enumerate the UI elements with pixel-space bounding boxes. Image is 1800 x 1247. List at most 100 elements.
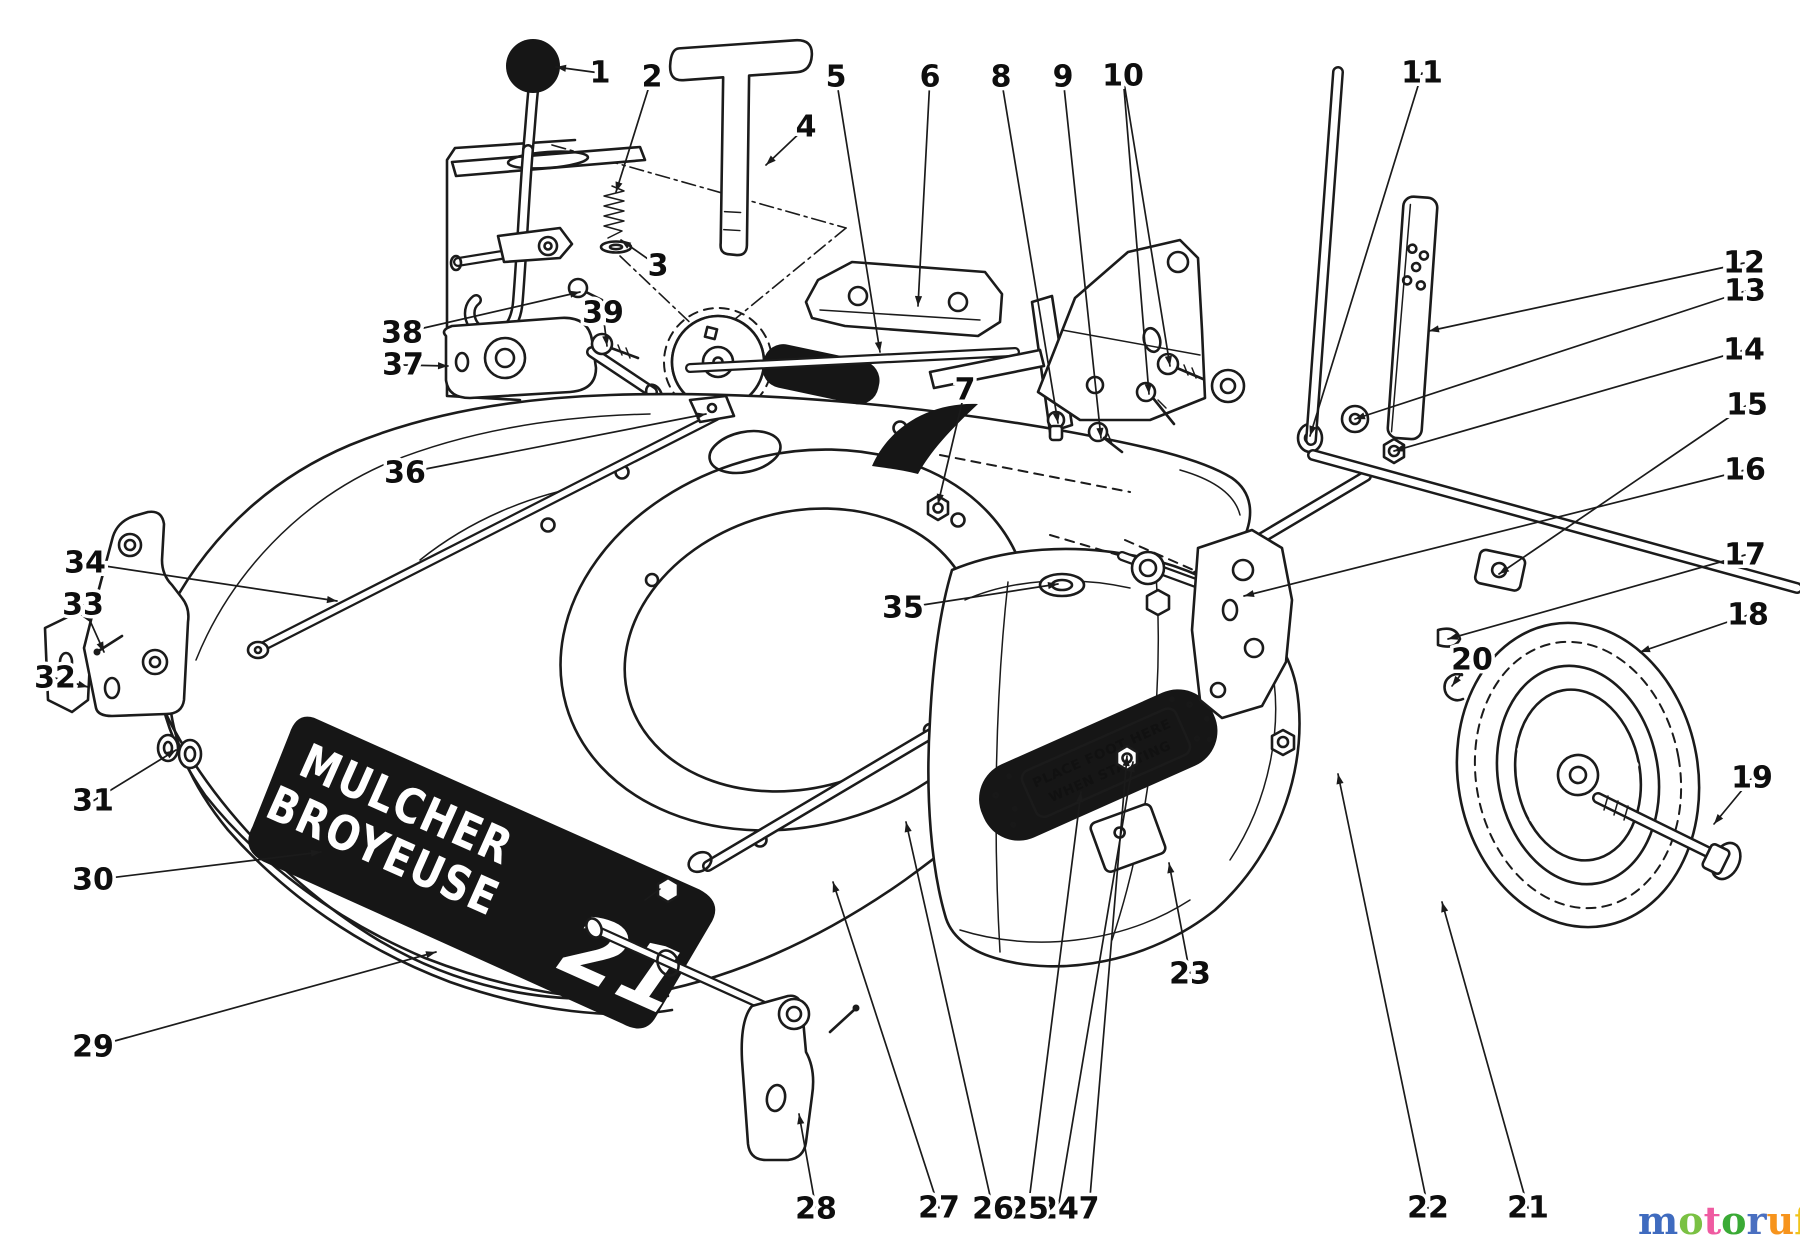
- callout-12: 12: [1723, 246, 1765, 281]
- leader-arrow-6: [914, 295, 923, 306]
- leader-line-15: [1498, 404, 1748, 575]
- leader-line-18: [1639, 614, 1749, 653]
- leader-arrow-10: [1164, 355, 1172, 366]
- leader-arrow-7: [1122, 756, 1130, 767]
- leader-arrow-26: [904, 822, 912, 833]
- leader-arrow-16: [1244, 590, 1255, 598]
- leader-arrow-20: [1452, 675, 1461, 686]
- leader-arrow-39: [602, 335, 610, 346]
- callout-8: 8: [991, 60, 1012, 95]
- woodruff-key: [1436, 627, 1462, 648]
- leader-arrow-2: [615, 181, 623, 192]
- leader-arrow-23: [1167, 863, 1175, 874]
- leader-arrow-27: [832, 882, 840, 893]
- leader-arrow-13: [1355, 412, 1366, 420]
- callout-7: 7: [955, 373, 976, 408]
- leader-line-26: [905, 821, 994, 1210]
- leader-arrow-30: [310, 849, 321, 857]
- leader-arrow-21: [1441, 902, 1449, 913]
- callout-34: 34: [64, 546, 106, 581]
- callout-30: 30: [72, 863, 114, 898]
- leader-line-8: [1000, 76, 1059, 424]
- wheel-bracket: [1049, 528, 1465, 720]
- leader-line-29: [92, 951, 437, 1048]
- leader-line-6: [917, 76, 931, 307]
- leader-arrow-29: [425, 951, 436, 959]
- cover-plate-23: [1089, 803, 1167, 873]
- leader-arrow-37: [437, 362, 448, 370]
- leader-line-17: [1447, 554, 1746, 640]
- leader-line-36: [404, 413, 707, 474]
- spring-assembly: [599, 185, 633, 254]
- handle-bars: [1305, 66, 1439, 446]
- leader-arrow-33: [96, 641, 104, 652]
- callout-29: 29: [72, 1030, 114, 1065]
- leader-arrow-34: [326, 595, 337, 604]
- callout-22: 22: [1407, 1191, 1449, 1226]
- leader-arrow-17: [1448, 632, 1459, 640]
- leader-arrow-36: [695, 412, 706, 420]
- leader-arrow-35: [1047, 581, 1058, 590]
- callout-9: 9: [1053, 60, 1074, 95]
- leader-line-30: [92, 851, 322, 881]
- callout-2: 2: [642, 60, 663, 95]
- leader-line-7: [1088, 755, 1128, 1210]
- leader-arrow-3: [621, 240, 632, 249]
- hex-bolt-39: [590, 332, 640, 360]
- leader-line-2: [615, 76, 653, 193]
- callout-4: 4: [796, 110, 817, 145]
- callout-35: 35: [882, 591, 924, 626]
- callout-36: 36: [384, 456, 426, 491]
- leader-arrow-19: [1714, 813, 1724, 824]
- flange-nuts: [926, 494, 1296, 772]
- leader-arrow-38: [569, 290, 580, 298]
- leader-arrow-25: [1076, 792, 1084, 803]
- leader-arrow-8: [1052, 412, 1060, 423]
- front-support-rod: [246, 394, 736, 660]
- callout-37: 37: [382, 348, 424, 383]
- leader-line-9: [1062, 76, 1102, 439]
- leader-line-27: [832, 881, 940, 1209]
- callout-3: 3: [648, 249, 669, 284]
- shoulder-bolt: [1046, 410, 1066, 442]
- leader-line-34: [84, 562, 338, 602]
- leader-line-23: [1168, 862, 1191, 975]
- leader-line-5: [835, 76, 881, 353]
- carriage-bolt: [1087, 421, 1124, 454]
- wheel: [1455, 621, 1701, 929]
- leader-arrow-11: [1309, 425, 1317, 436]
- leader-line-7: [937, 389, 966, 505]
- leader-line-35: [902, 583, 1059, 609]
- c-clip: [1443, 672, 1465, 702]
- leader-arrow-31: [165, 750, 176, 759]
- left-brackets: [43, 510, 203, 770]
- leader-arrow-28: [797, 1114, 805, 1125]
- callout-7: 7: [1079, 1192, 1100, 1227]
- leader-arrow-15: [1499, 565, 1510, 574]
- callout-14: 14: [1723, 333, 1765, 368]
- shift-bracket-assembly: [445, 39, 647, 402]
- leader-line-21: [1441, 901, 1529, 1209]
- leader-arrow-24: [1127, 762, 1135, 773]
- leader-arrow-12: [1429, 325, 1440, 333]
- callout-6: 6: [920, 60, 941, 95]
- callout-20: 20: [1451, 643, 1493, 678]
- callout-19: 19: [1731, 761, 1773, 796]
- oil-cap: [1038, 572, 1086, 598]
- callout-26: 26: [972, 1192, 1014, 1227]
- handle-flat-bar: [1386, 195, 1439, 441]
- wheel-spokes: [1517, 696, 1639, 858]
- handle-mount-bracket: [1036, 238, 1207, 422]
- leader-arrow-14: [1394, 444, 1405, 452]
- starter-t-handle: [668, 38, 814, 257]
- leader-arrow-10: [1144, 383, 1152, 394]
- leader-line-11: [1309, 72, 1423, 437]
- stipple-dots: [992, 696, 1213, 828]
- leader-line-16: [1243, 469, 1746, 597]
- leader-line-31: [92, 749, 177, 802]
- watermark-motoruf: motoruf.de: [1638, 1198, 1800, 1243]
- axle-bolt: [1592, 792, 1742, 881]
- callout-10: 10: [1102, 59, 1144, 94]
- callout-39: 39: [582, 296, 624, 331]
